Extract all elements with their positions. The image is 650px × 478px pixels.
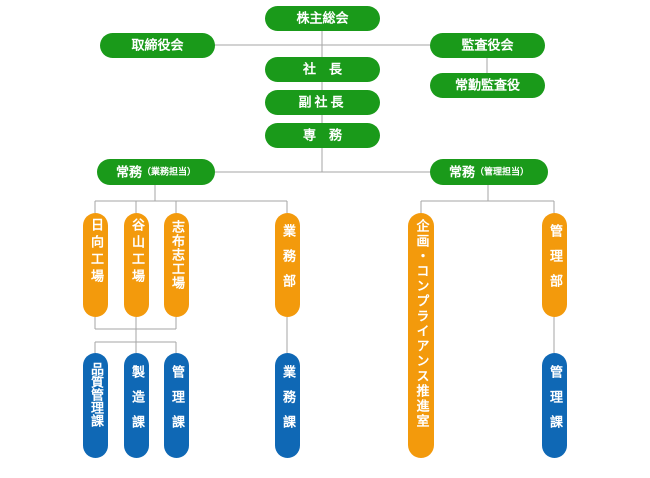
manufacturing-section-label: 製造課: [129, 364, 146, 440]
planning-compliance-label: 企画・コンプライアンス推進室: [414, 218, 431, 429]
taniyama-factory-label: 谷山工場: [129, 217, 145, 286]
business-dept-node: 業務部: [275, 213, 300, 317]
senior-md-label: 専 務: [303, 128, 343, 144]
shibushi-factory-node: 志布志工場: [164, 213, 189, 317]
taniyama-factory-node: 谷山工場: [124, 213, 149, 317]
admin-dept-node: 管理部: [542, 213, 567, 317]
manufacturing-section-node: 製造課: [124, 353, 149, 458]
vice-president-label: 副社長: [298, 95, 346, 111]
standing-auditor-label: 常勤監査役: [455, 78, 520, 94]
board-node: 取締役会: [100, 33, 215, 58]
md-admin-node: 常務（管理担当）: [430, 159, 548, 185]
president-node: 社 長: [265, 57, 380, 82]
admin-dept-label: 管理部: [547, 223, 563, 299]
shareholders-node: 株主総会: [265, 6, 380, 31]
business-section-label: 業務課: [280, 364, 297, 440]
shibushi-factory-label: 志布志工場: [169, 219, 185, 290]
hyuga-factory-label: 日向工場: [88, 218, 104, 286]
quality-section-node: 品質管理課: [83, 353, 108, 458]
business-dept-label: 業務部: [280, 223, 297, 299]
connector-lines: [94, 30, 555, 353]
auditors-node: 監査役会: [430, 33, 545, 58]
senior-md-node: 専 務: [265, 123, 380, 148]
hyuga-factory-node: 日向工場: [83, 213, 108, 317]
md-operations-node: 常務（業務担当）: [97, 159, 215, 185]
factory-admin-section-node: 管理課: [164, 353, 189, 458]
auditors-label: 監査役会: [461, 38, 514, 54]
president-label: 社 長: [302, 62, 343, 78]
md-admin-label: 常務（管理担当）: [449, 164, 529, 180]
md-operations-label: 常務（業務担当）: [116, 164, 196, 180]
md-operations-sub: （業務担当）: [142, 166, 196, 178]
admin-section-node: 管理課: [542, 353, 567, 458]
shareholders-label: 株主総会: [296, 11, 349, 27]
quality-section-label: 品質管理課: [88, 362, 104, 428]
factory-admin-section-label: 管理課: [169, 364, 185, 440]
md-operations-main: 常務: [116, 164, 143, 180]
vice-president-node: 副社長: [265, 90, 380, 115]
standing-auditor-node: 常勤監査役: [430, 73, 545, 98]
board-label: 取締役会: [131, 38, 184, 54]
planning-compliance-node: 企画・コンプライアンス推進室: [408, 213, 434, 458]
md-admin-sub: （管理担当）: [475, 166, 529, 178]
md-admin-main: 常務: [449, 164, 476, 180]
admin-section-label: 管理課: [547, 364, 563, 440]
business-section-node: 業務課: [275, 353, 300, 458]
